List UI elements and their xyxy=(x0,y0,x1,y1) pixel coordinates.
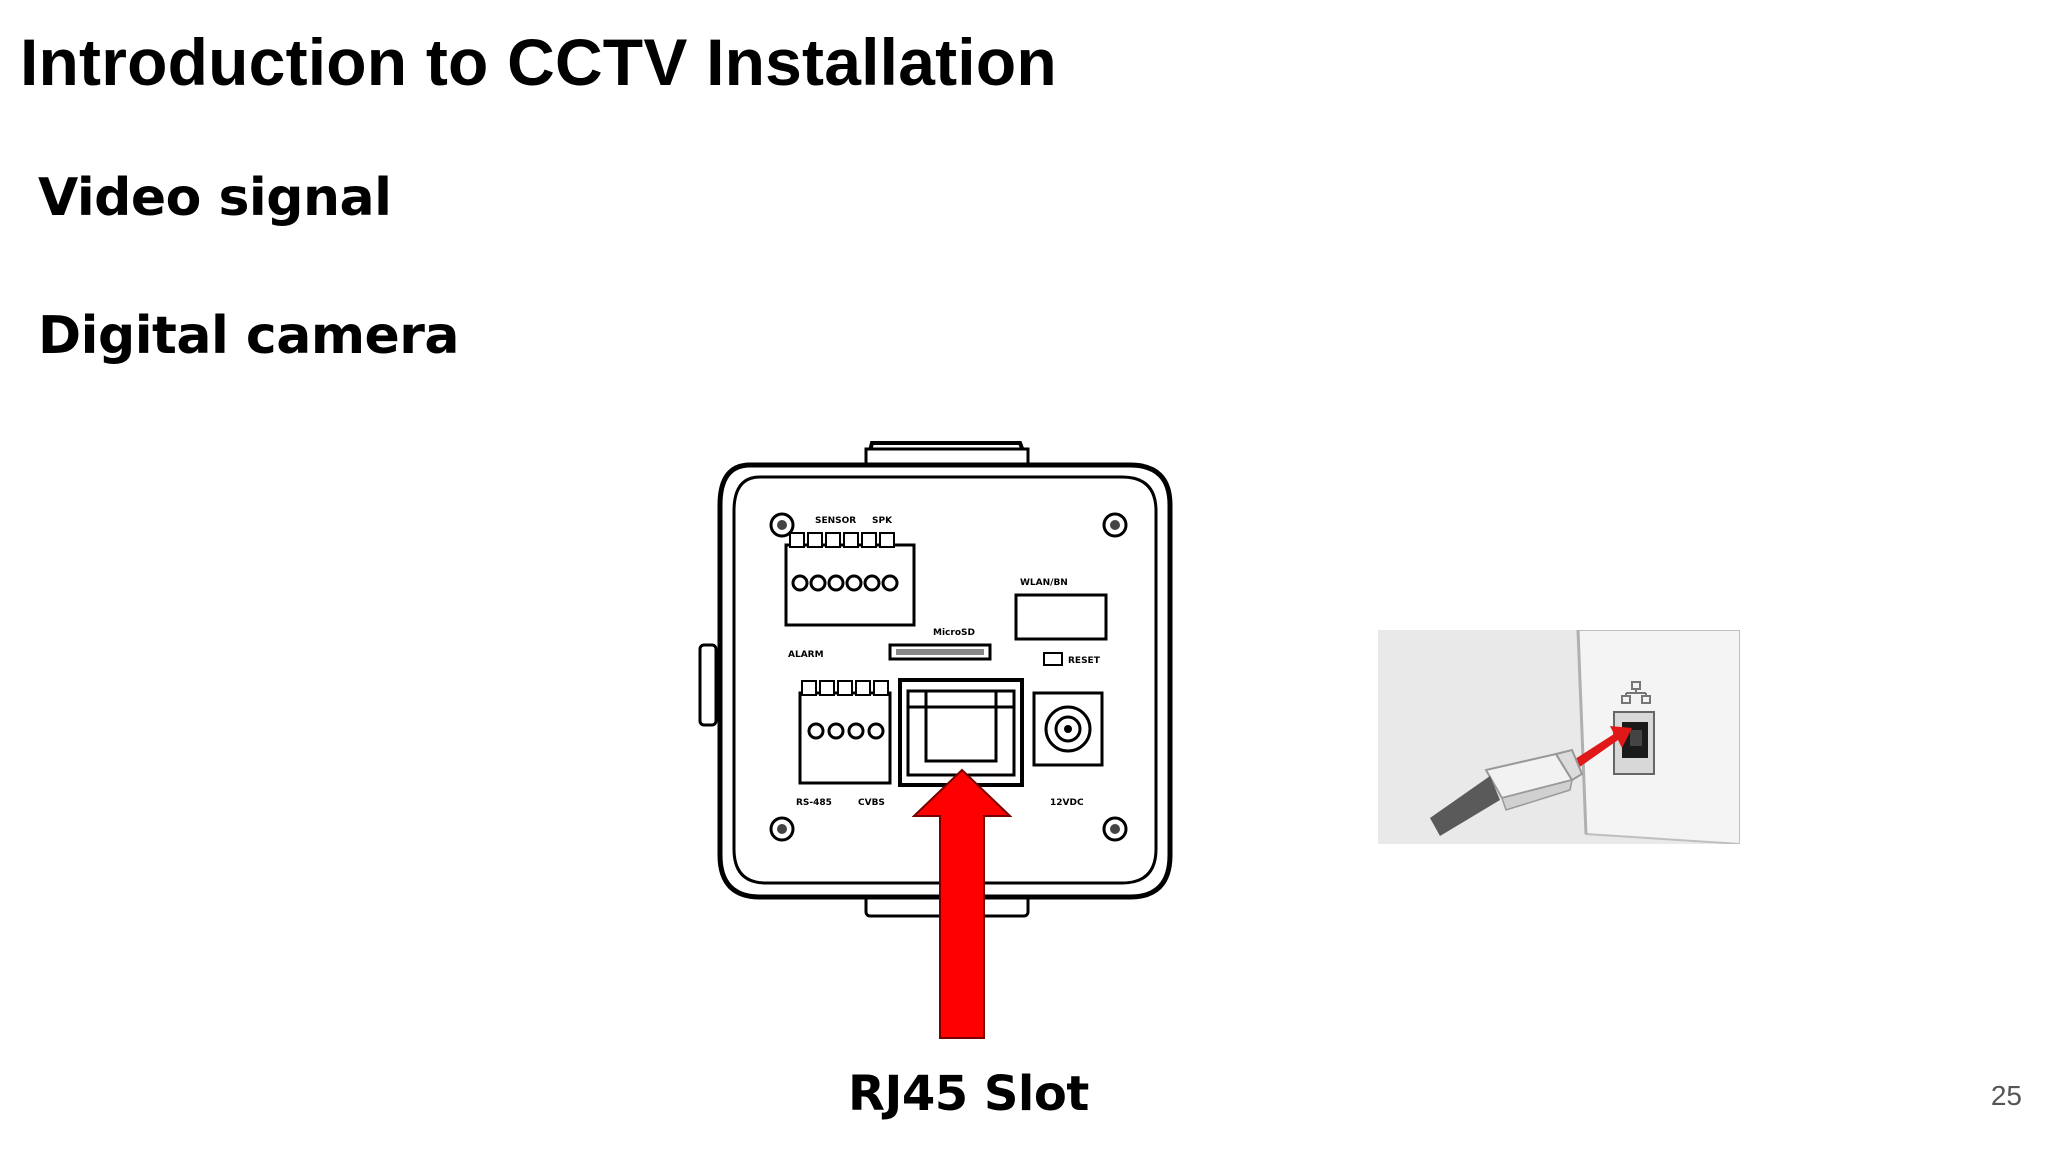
bullet-digital-camera: Digital camera xyxy=(38,306,460,366)
label-sensor: SENSOR xyxy=(815,516,856,526)
slide-title: Introduction to CCTV Installation xyxy=(20,25,1057,99)
page-number: 25 xyxy=(1990,1080,2022,1111)
network-icon xyxy=(1621,681,1651,704)
label-wlan: WLAN/BN xyxy=(1020,578,1068,588)
label-12vdc: 12VDC xyxy=(1050,798,1084,808)
ethernet-plug-wall-port-illustration xyxy=(1378,630,1740,844)
label-spk: SPK xyxy=(872,516,893,526)
red-arrow-icon xyxy=(912,768,1012,1039)
label-reset: RESET xyxy=(1068,656,1101,666)
label-alarm: ALARM xyxy=(788,650,824,660)
label-cvbs: CVBS xyxy=(858,798,885,808)
bullet-video-signal: Video signal xyxy=(38,168,392,228)
rj45-slot-caption: RJ45 Slot xyxy=(848,1066,1089,1122)
label-microsd: MicroSD xyxy=(933,628,975,638)
label-rs485: RS-485 xyxy=(796,798,832,808)
